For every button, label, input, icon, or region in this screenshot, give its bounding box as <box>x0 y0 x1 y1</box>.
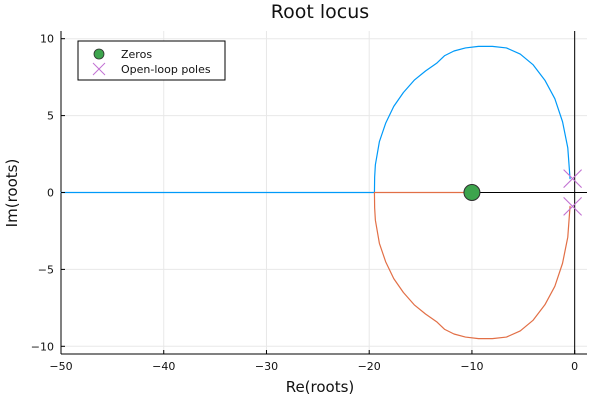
x-tick-label-4: −10 <box>460 360 483 373</box>
y-tick-label-4: 10 <box>40 33 54 46</box>
y-tick-label-2: 0 <box>47 187 54 200</box>
legend-box <box>77 40 226 81</box>
legend: Zeros Open-loop poles <box>77 40 226 81</box>
x-tick-label-2: −30 <box>255 360 278 373</box>
legend-zeros-marker <box>93 48 105 60</box>
legend-zeros-label: Zeros <box>121 48 152 61</box>
y-tick-label-3: 5 <box>47 110 54 123</box>
chart-title: Root locus <box>271 1 369 23</box>
open-loop-pole-marker-1 <box>563 196 583 216</box>
series-layer <box>60 45 571 340</box>
open-loop-pole-marker-0 <box>563 169 583 189</box>
x-tick-label-1: −40 <box>152 360 175 373</box>
root-locus-branch-upper <box>60 45 571 194</box>
axis-layer <box>60 31 587 355</box>
zero-marker-0 <box>463 184 481 201</box>
x-tick-label-5: 0 <box>571 360 578 373</box>
x-axis-label: Re(roots) <box>286 378 355 396</box>
x-tick-label-0: −50 <box>49 360 72 373</box>
y-tick-label-0: −10 <box>31 340 54 353</box>
y-axis-label: Im(roots) <box>3 159 21 228</box>
y-tick-label-1: −5 <box>38 263 54 276</box>
root-locus-branch-lower <box>373 191 571 340</box>
legend-poles-marker <box>92 62 106 76</box>
legend-poles-label: Open-loop poles <box>121 63 211 76</box>
marker-layer <box>463 169 583 216</box>
x-tick-label-3: −20 <box>358 360 381 373</box>
